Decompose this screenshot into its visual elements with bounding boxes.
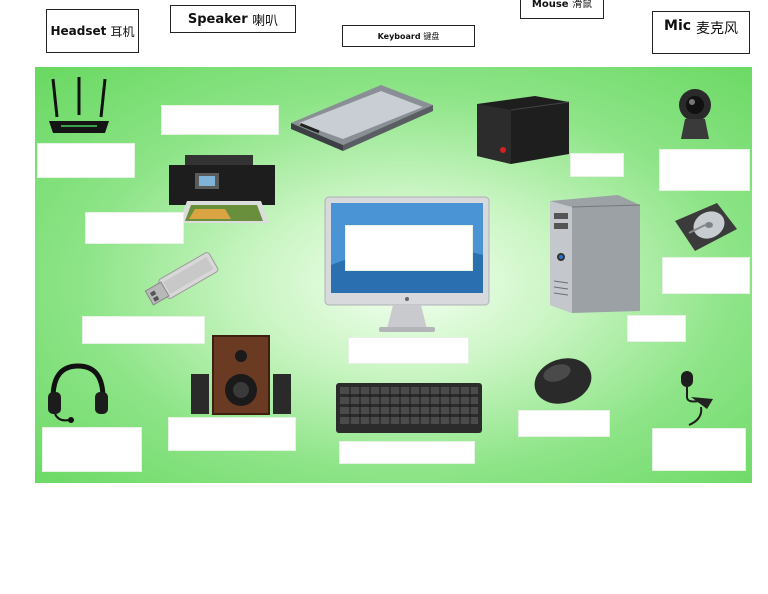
mouse-label-en: Mouse <box>531 0 569 10</box>
keyboard-label-en: Keyboard <box>377 31 421 41</box>
speaker-label-zh: 喇叭 <box>252 13 279 29</box>
mic-label-zh: 麦克风 <box>695 21 738 37</box>
speaker-answer-blank[interactable] <box>168 417 296 451</box>
ups-answer-blank[interactable] <box>570 153 624 177</box>
speaker-label-en: Speaker <box>187 11 248 27</box>
headset-label-en: Headset <box>50 24 107 38</box>
webcam-icon <box>679 89 711 139</box>
pc-tower-icon <box>550 195 641 313</box>
device-board <box>35 67 752 483</box>
mic-label: Mic 麦克风 <box>652 11 750 54</box>
headset-label-zh: 耳机 <box>110 24 135 39</box>
microphone-answer-blank[interactable] <box>652 428 746 471</box>
router-icon <box>49 77 109 133</box>
keyboard-label-zh: 键盘 <box>423 31 440 41</box>
router-answer-blank[interactable] <box>37 143 135 178</box>
mic-label-en: Mic <box>664 18 692 34</box>
keyboard-icon <box>336 383 482 433</box>
printer-answer-blank[interactable] <box>85 212 184 244</box>
usb-drive-icon <box>144 252 219 306</box>
mouse-label-zh: 滑鼠 <box>572 0 593 10</box>
webcam-answer-blank[interactable] <box>659 149 750 191</box>
scanner-answer-blank[interactable] <box>161 105 279 135</box>
headset-icon <box>48 363 108 423</box>
ups-icon <box>477 96 570 164</box>
keyboard-label: Keyboard 键盘 <box>342 25 475 47</box>
microphone-icon <box>681 371 713 426</box>
printer-icon <box>169 155 275 223</box>
headset-label: Headset 耳机 <box>46 9 139 53</box>
scanner-icon <box>291 85 433 151</box>
monitor-answer-blank[interactable] <box>348 337 469 364</box>
usb-answer-blank[interactable] <box>82 316 205 344</box>
mouse-icon <box>534 358 592 404</box>
hard-drive-icon <box>675 203 737 251</box>
pc-tower-answer-blank[interactable] <box>627 315 686 342</box>
mouse-label: Mouse 滑鼠 <box>520 0 604 19</box>
hard-drive-answer-blank[interactable] <box>662 257 750 294</box>
monitor-screen-blank[interactable] <box>345 225 473 271</box>
speaker-icon <box>191 335 291 415</box>
keyboard-answer-blank[interactable] <box>339 441 475 464</box>
speaker-label: Speaker 喇叭 <box>170 5 296 33</box>
headset-answer-blank[interactable] <box>42 427 142 472</box>
mouse-answer-blank[interactable] <box>518 410 610 437</box>
